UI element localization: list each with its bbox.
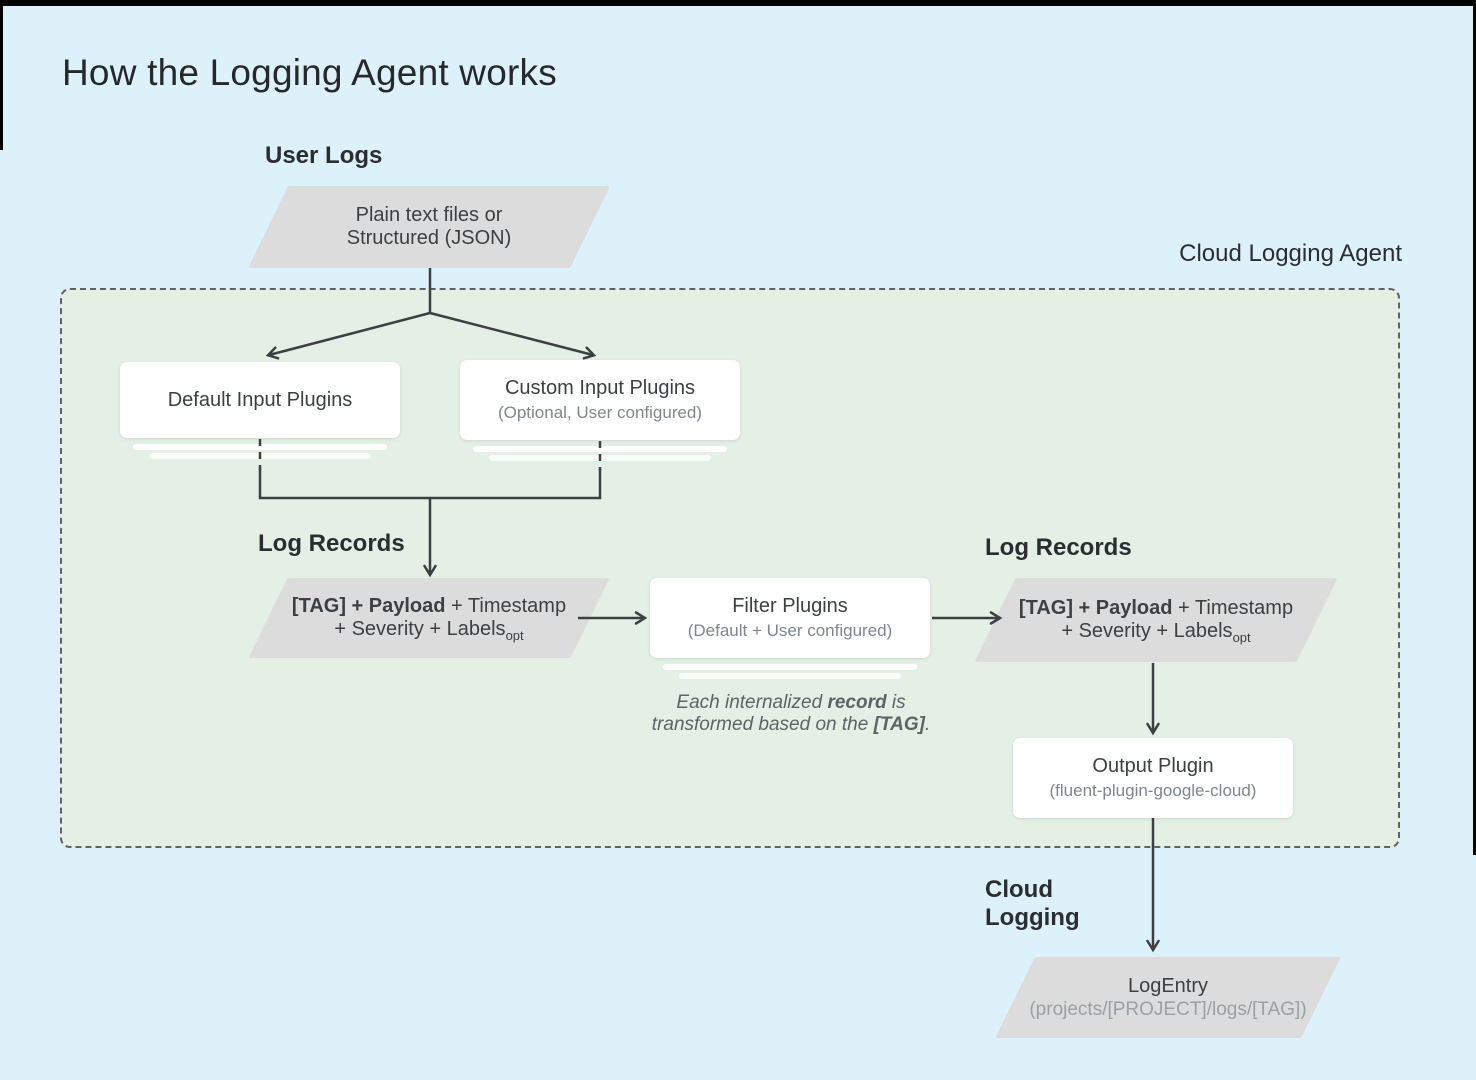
filter-plugins-subtitle: (Default + User configured) [687, 621, 893, 640]
user-logs-label: User Logs [265, 142, 383, 169]
page-title: How the Logging Agent works [62, 52, 557, 93]
screenshot-left-edge [0, 0, 3, 150]
output-plugin-title: Output Plugin [1092, 755, 1214, 777]
stack-line [149, 453, 371, 459]
log-record-right-line2-text: + Severity + Labels [1061, 619, 1233, 642]
output-plugin-node: Output Plugin (fluent-plugin-google-clou… [1013, 738, 1293, 818]
cloud-logging-line1: Cloud [985, 876, 1053, 903]
default-input-plugins-title: Default Input Plugins [167, 389, 353, 411]
log-record-right-line2: + Severity + Labelsopt [1061, 619, 1251, 645]
log-entry-shape: LogEntry (projects/[PROJECT]/logs/[TAG]) [995, 957, 1341, 1038]
log-record-right-bold: [TAG] + Payload [1018, 596, 1173, 619]
note-text: is transformed based on the [651, 692, 906, 735]
note-text: Each internalized [676, 692, 828, 713]
log-record-right-rest: + Timestamp [1172, 596, 1294, 619]
cloud-logging-label: Cloud Logging [985, 876, 1080, 932]
stack-line [663, 664, 917, 670]
user-logs-line1: Plain text files or [355, 204, 503, 226]
screenshot-right-edge [1473, 0, 1476, 855]
log-records-right-label: Log Records [985, 534, 1132, 561]
custom-input-plugins-title: Custom Input Plugins [504, 377, 696, 399]
screenshot-top-edge [0, 0, 1476, 6]
log-record-left-shape: [TAG] + Payload + Timestamp + Severity +… [248, 578, 610, 658]
log-record-left-subscript: opt [505, 627, 524, 643]
stack-line [133, 444, 387, 450]
transform-note: Each internalized record is transformed … [635, 692, 947, 736]
log-record-left-line1: [TAG] + Payload + Timestamp [292, 595, 566, 618]
note-bold-record: record [827, 692, 887, 713]
custom-input-plugins-node: Custom Input Plugins (Optional, User con… [460, 360, 740, 440]
log-record-left-line2-text: + Severity + Labels [334, 617, 506, 640]
log-record-left-bold: [TAG] + Payload [291, 594, 446, 617]
log-entry-title: LogEntry [1127, 974, 1209, 997]
default-input-plugins-node: Default Input Plugins [120, 362, 400, 438]
log-record-right-shape: [TAG] + Payload + Timestamp + Severity +… [974, 578, 1338, 662]
log-records-left-label: Log Records [258, 530, 405, 557]
log-record-left-line2: + Severity + Labelsopt [334, 617, 524, 643]
output-plugin-subtitle: (fluent-plugin-google-cloud) [1049, 781, 1257, 800]
cloud-logging-agent-label: Cloud Logging Agent [1179, 240, 1402, 267]
log-record-left-rest: + Timestamp [445, 594, 567, 617]
filter-plugins-node: Filter Plugins (Default + User configure… [650, 578, 930, 658]
custom-input-plugins-subtitle: (Optional, User configured) [497, 403, 703, 422]
log-record-right-subscript: opt [1232, 629, 1251, 645]
user-logs-line2: Structured (JSON) [346, 227, 512, 249]
stack-line [473, 446, 727, 452]
log-entry-subtitle: (projects/[PROJECT]/logs/[TAG]) [1029, 998, 1307, 1020]
log-record-right-line1: [TAG] + Payload + Timestamp [1019, 597, 1293, 620]
user-logs-shape: Plain text files or Structured (JSON) [248, 186, 610, 268]
filter-plugins-title: Filter Plugins [732, 595, 848, 617]
stack-line [489, 455, 711, 461]
cloud-logging-line2: Logging [985, 904, 1080, 932]
stack-line [679, 673, 901, 679]
note-bold-tag: [TAG] [873, 714, 925, 735]
note-text: . [924, 714, 931, 735]
